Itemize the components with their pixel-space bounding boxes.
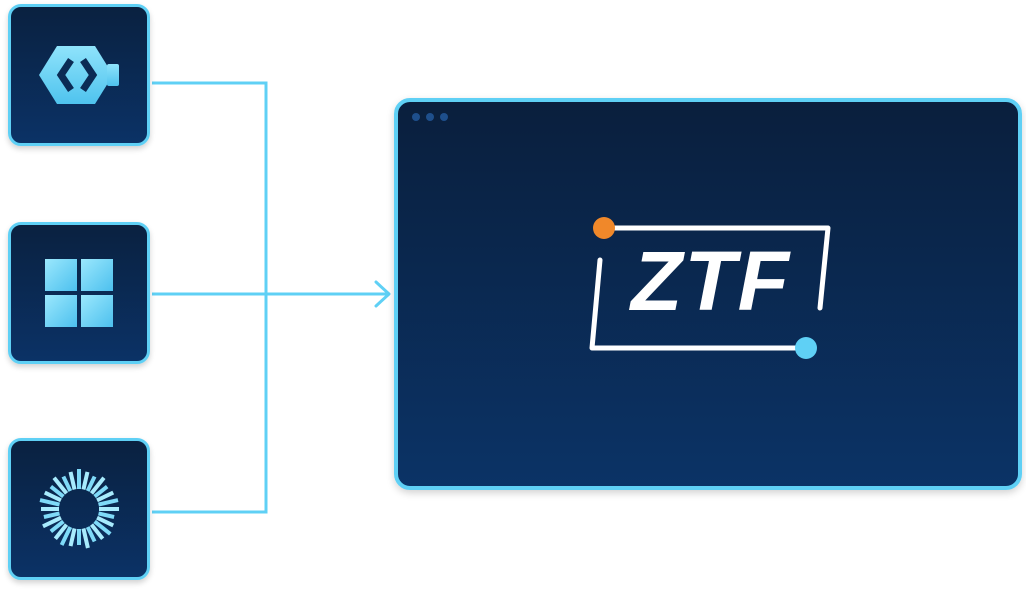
window-dot <box>440 113 448 121</box>
ztf-window: ZTF <box>394 98 1022 490</box>
sunburst-ray <box>89 476 106 495</box>
sunburst-ray <box>42 515 62 529</box>
logo-text: ZTF <box>631 234 791 328</box>
connector-line-3 <box>152 292 268 514</box>
sunburst-ray <box>49 484 65 499</box>
source-tile-1[interactable] <box>8 4 150 146</box>
sunburst-ray <box>85 526 97 543</box>
sunburst-ring-icon <box>39 469 119 549</box>
sunburst-ray <box>49 519 65 534</box>
sunburst-ray <box>85 475 97 492</box>
source-tile-2[interactable] <box>8 222 150 364</box>
window-dot <box>412 113 420 121</box>
sunburst-ray <box>61 475 73 492</box>
sunburst-ray <box>68 471 77 490</box>
bracket-hexagon-icon <box>39 46 119 104</box>
sunburst-ray <box>59 526 73 546</box>
blue-node-icon <box>795 337 817 359</box>
sunburst-ray <box>98 511 115 519</box>
orange-node-icon <box>593 217 615 239</box>
arrow-head-icon <box>374 280 391 308</box>
sunburst-ray <box>43 490 62 503</box>
connector-line-1 <box>152 81 268 296</box>
sunburst-ray <box>39 498 60 507</box>
sunburst-ray <box>93 484 109 499</box>
logo-frame-icon <box>589 217 831 359</box>
sunburst-ray <box>53 523 69 540</box>
sunburst-ray <box>96 490 115 503</box>
sunburst-ray <box>89 523 105 540</box>
sunburst-ray <box>52 476 69 495</box>
sunburst-ray <box>68 528 77 547</box>
sunburst-ray <box>96 515 115 528</box>
window-dot <box>426 113 434 121</box>
sunburst-ray <box>81 471 90 490</box>
source-tile-3[interactable] <box>8 438 150 580</box>
windows-logo-icon <box>45 259 113 327</box>
sunburst-ray <box>98 498 119 507</box>
ztf-logo: ZTF <box>582 214 842 364</box>
sunburst-ray <box>93 519 112 536</box>
sunburst-ray <box>43 511 60 519</box>
window-dots <box>412 113 448 121</box>
sunburst-ray <box>81 528 90 549</box>
